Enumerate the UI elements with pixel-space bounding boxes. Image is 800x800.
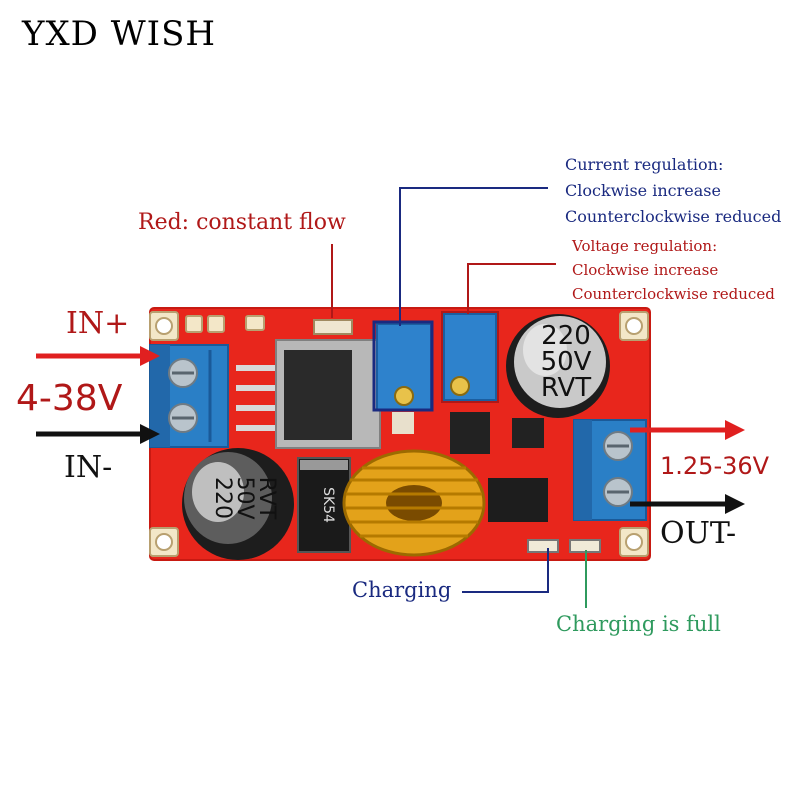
label-in-plus: IN+ [66,306,130,341]
regulator-ic [236,339,381,449]
voltage-potentiometer [443,313,497,401]
voltage-regulation-title: Voltage regulation: [572,237,718,255]
schottky-diode [297,457,351,553]
cap-right-line2: 50V [541,347,592,377]
arrows [36,346,745,514]
label-in-minus: IN- [64,450,113,485]
small-ic [450,412,490,454]
right-capacitor: 220 50V RVT [506,314,610,418]
left-capacitor [182,448,294,560]
current-regulation-line1: Clockwise increase [565,181,721,200]
toroid-inductor [342,449,486,557]
label-input-voltage: 4-38V [16,378,123,419]
label-red-constant-flow: Red: constant flow [138,210,346,235]
voltage-regulation-line1: Clockwise increase [572,261,719,279]
constant-flow-led [313,319,353,335]
current-potentiometer [376,323,432,434]
input-terminal [149,344,229,448]
voltage-regulation-line2: Counterclockwise reduced [572,285,775,303]
charge-ic [488,478,548,522]
small-ic-2 [512,418,544,448]
charging-led [527,539,559,553]
brand-name: YXD WISH [22,14,217,54]
cap-right-line1: 220 [541,321,591,351]
label-voltage-regulation: Voltage regulation: Clockwise increase C… [572,234,775,306]
label-out-minus: OUT- [660,516,737,551]
label-output-voltage: 1.25-36V [660,452,770,480]
current-regulation-line2: Counterclockwise reduced [565,207,782,226]
callout-lines [331,187,587,608]
cap-left-line3: RVT [254,477,279,520]
current-regulation-title: Current regulation: [565,155,724,174]
cap-left-line2: 50V [232,476,257,519]
output-terminal [573,419,647,521]
cap-right-line3: RVT [541,373,591,403]
label-charging-full: Charging is full [556,612,721,636]
cap-left-line1: 220 [210,477,235,519]
diode-label: SK54 [320,487,336,523]
label-current-regulation: Current regulation: Clockwise increase C… [565,152,781,230]
label-charging: Charging [352,578,452,602]
mounting-holes [149,311,649,557]
